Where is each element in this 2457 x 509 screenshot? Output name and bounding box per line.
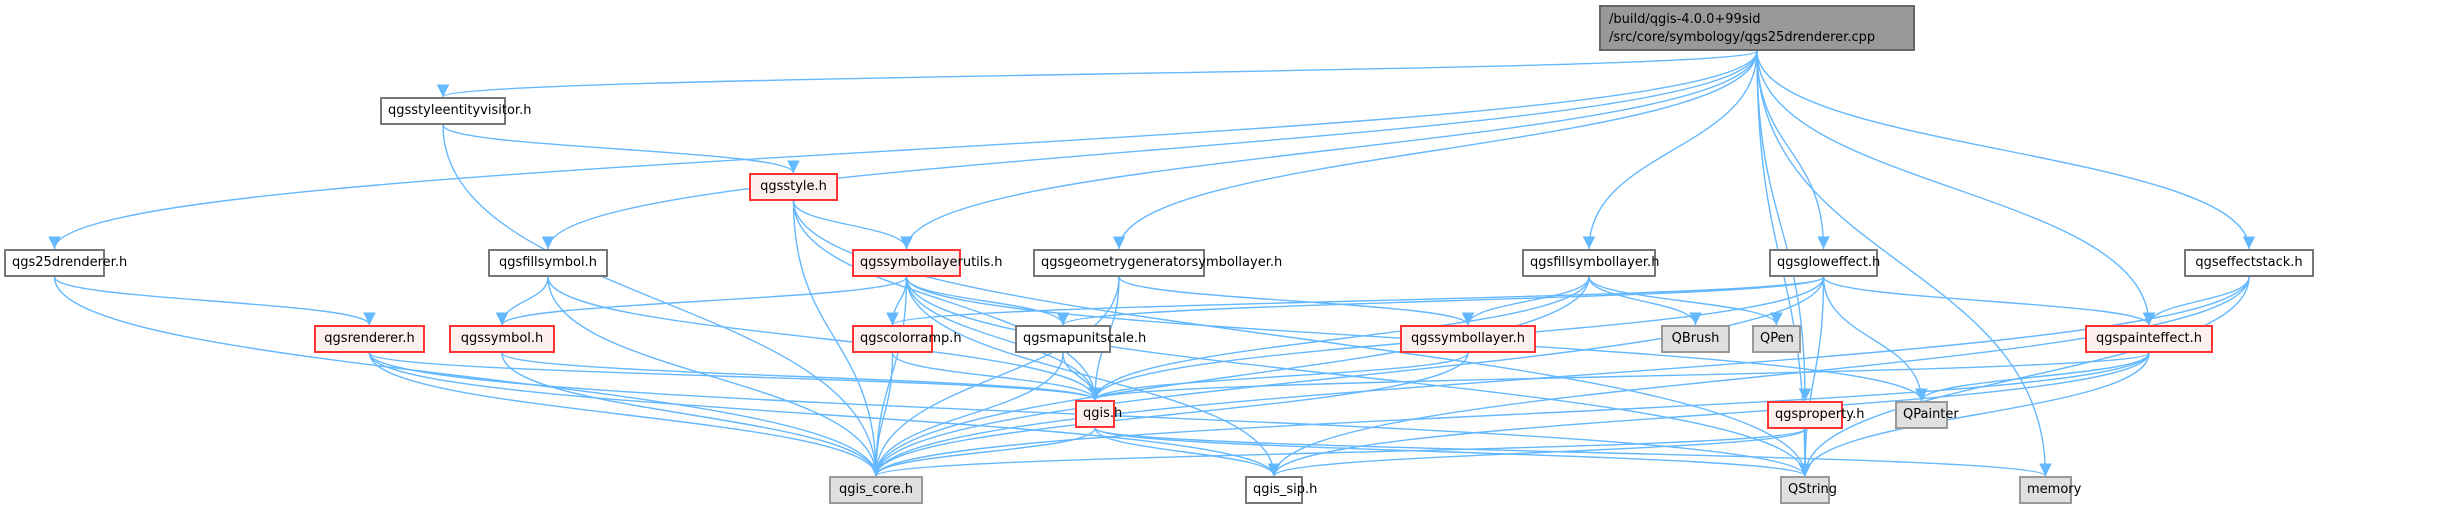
edge-qgsfillsymbollayer-to-qgis_core xyxy=(869,276,1590,477)
edge-qgspainteffect-to-QPainter xyxy=(1915,352,2150,402)
edge-qgsgeometrygeneratorsymbollayer-to-qgssymbollayer xyxy=(1118,276,1475,326)
edge-qgsstyle-to-qgssymbollayerutils xyxy=(792,200,913,250)
edge-qgsstyleentityvisitor-to-qgis_core xyxy=(442,124,883,477)
edge-qgssymbollayer-to-qgis_core xyxy=(869,352,1469,477)
edge-qgsfillsymbol-to-qgis xyxy=(547,276,1102,401)
edge-qgsgloweffect-to-qgis_core xyxy=(869,276,1825,477)
edge-root-to-qgseffectstack xyxy=(1756,50,2256,250)
edge-qgsstyleentityvisitor-to-qgsstyle xyxy=(442,124,800,174)
node-qgseffectstack[interactable]: qgseffectstack.h xyxy=(2184,249,2314,277)
root-file-node[interactable]: /build/qgis-4.0.0+99sid /src/core/symbol… xyxy=(1599,5,1915,51)
node-memory[interactable]: memory xyxy=(2019,476,2081,504)
edge-qgsfillsymbollayer-to-QPen xyxy=(1588,276,1783,326)
edge-qgsproperty-to-qgis_sip xyxy=(1267,428,1806,477)
edge-qgsfillsymbol-to-qgssymbol xyxy=(495,276,549,326)
node-qgsmapunitscale[interactable]: qgsmapunitscale.h xyxy=(1015,325,1146,353)
node-qstring[interactable]: QString xyxy=(1780,476,1837,504)
edge-qgspainteffect-to-QString xyxy=(1798,352,2150,477)
edge-qgs25drenderer-to-qgsrenderer xyxy=(53,276,376,326)
node-qgspainteffect[interactable]: qgspainteffect.h xyxy=(2085,325,2213,353)
edge-qgssymbollayerutils-to-qgssymbol xyxy=(495,276,908,326)
edge-qgis-to-QString xyxy=(1094,427,1811,477)
edge-qgsgloweffect-to-qgscolorramp xyxy=(886,276,1825,326)
node-qgis-sip[interactable]: qgis_sip.h xyxy=(1245,476,1317,504)
edge-qgscolorramp-to-qgis_core xyxy=(869,352,894,477)
edge-root-to-qgssymbollayerutils xyxy=(900,50,1758,250)
edge-qgssymbollayer-to-qgis xyxy=(1088,352,1469,401)
edge-qgseffectstack-to-qgspainteffect xyxy=(2142,276,2250,326)
edge-root-to-qgs25drenderer xyxy=(48,50,1758,250)
edge-root-to-qgsfillsymbollayer xyxy=(1582,50,1758,250)
edge-qgsmapunitscale-to-qgis_core xyxy=(869,352,1064,477)
edge-qgsrenderer-to-qgis_core xyxy=(368,352,883,477)
edge-qgssymbol-to-qgis_core xyxy=(501,352,883,477)
node-qgsproperty[interactable]: qgsproperty.h xyxy=(1767,401,1864,429)
edge-qgspainteffect-to-qgis xyxy=(1089,352,2150,401)
node-qgssymbollayerutils[interactable]: qgssymbollayerutils.h xyxy=(852,249,1003,277)
edge-qgsrenderer-to-qgis xyxy=(368,352,1101,401)
root-path-line2: /src/core/symbology/qgs25drenderer.cpp xyxy=(1609,30,1876,45)
node-qgis[interactable]: qgis.h xyxy=(1075,400,1122,428)
edge-qgsgloweffect-to-QPainter xyxy=(1822,276,1928,402)
edge-qgis-to-qgis_core xyxy=(869,427,1096,477)
edge-qgsstyle-to-qgis xyxy=(792,200,1102,401)
edge-qgssymbollayerutils-to-qgis_sip xyxy=(905,276,1281,477)
node-qbrush[interactable]: QBrush xyxy=(1661,325,1730,353)
edge-root-to-qgsproperty xyxy=(1756,50,1812,402)
root-path-line1: /build/qgis-4.0.0+99sid xyxy=(1609,12,1761,27)
edge-qgsrenderer-to-qgis_sip xyxy=(368,352,1281,477)
edge-root-to-qgsfillsymbol xyxy=(541,50,1758,250)
node-qgsgeometrygeneratorsymbollayer[interactable]: qgsgeometrygeneratorsymbollayer.h xyxy=(1033,249,1282,277)
edge-qgseffectstack-to-QString xyxy=(1798,276,2250,477)
edge-qgseffectstack-to-qgis_sip xyxy=(1267,276,2250,477)
node-qgsstyle[interactable]: qgsstyle.h xyxy=(749,173,838,201)
node-qgssymbollayer[interactable]: qgssymbollayer.h xyxy=(1400,325,1536,353)
node-qpainter[interactable]: QPainter xyxy=(1895,401,1959,429)
edge-qgsgloweffect-to-qgsmapunitscale xyxy=(1057,276,1825,326)
edge-qgsgloweffect-to-QString xyxy=(1798,276,1825,477)
edge-qgspainteffect-to-qgis_sip xyxy=(1267,352,2150,477)
edge-root-to-qgsstyleentityvisitor xyxy=(437,50,1758,98)
node-qpen[interactable]: QPen xyxy=(1752,325,1801,353)
node-qgsstyleentityvisitor[interactable]: qgsstyleentityvisitor.h xyxy=(380,97,531,125)
edge-root-to-qgsgeometrygeneratorsymbollayer xyxy=(1112,50,1758,250)
node-qgis-core[interactable]: qgis_core.h xyxy=(829,476,923,504)
node-qgsfillsymbollayer[interactable]: qgsfillsymbollayer.h xyxy=(1522,249,1659,277)
edge-qgis-to-memory xyxy=(1094,427,2052,477)
node-qgsrenderer[interactable]: qgsrenderer.h xyxy=(314,325,425,353)
edge-qgsstyle-to-qgis_core xyxy=(792,200,883,477)
node-qgsgloweffect[interactable]: qgsgloweffect.h xyxy=(1769,249,1880,277)
edge-qgs25drenderer-to-qgis_core xyxy=(53,276,883,477)
node-qgs25drenderer[interactable]: qgs25drenderer.h xyxy=(4,249,127,277)
edge-qgssymbol-to-qgis xyxy=(501,352,1101,401)
edge-root-to-qgsgloweffect xyxy=(1756,50,1830,250)
edge-qgsfillsymbollayer-to-qgis xyxy=(1088,276,1590,401)
node-qgsfillsymbol[interactable]: qgsfillsymbol.h xyxy=(488,249,608,277)
edge-qgssymbollayerutils-to-qgis xyxy=(905,276,1102,401)
edge-qgsproperty-to-qgis_core xyxy=(870,428,1806,477)
edge-qgspainteffect-to-qgis_core xyxy=(869,352,2150,477)
edge-root-to-memory xyxy=(1756,50,2052,477)
edge-qgsfillsymbollayer-to-QBrush xyxy=(1588,276,1702,326)
edge-qgis-to-qgis_sip xyxy=(1094,427,1281,477)
edge-qgsgloweffect-to-qgspainteffect xyxy=(1822,276,2156,326)
edge-root-to-qgspainteffect xyxy=(1756,50,2156,326)
edge-qgseffectstack-to-qgis_core xyxy=(869,276,2250,477)
edge-qgsfillsymbollayer-to-qgssymbollayer xyxy=(1461,276,1590,326)
node-qgssymbol[interactable]: qgssymbol.h xyxy=(449,325,555,353)
edge-qgscolorramp-to-qgis xyxy=(891,352,1102,401)
node-qgscolorramp[interactable]: qgscolorramp.h xyxy=(852,325,962,353)
